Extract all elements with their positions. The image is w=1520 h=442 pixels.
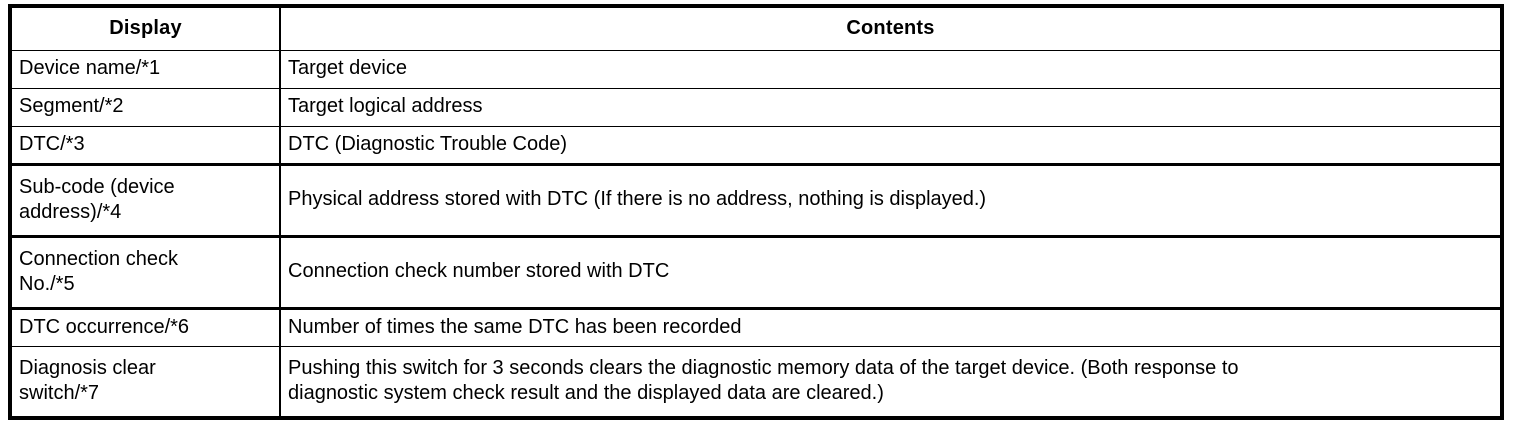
column-header-contents: Contents [279,5,1503,51]
row-contents-cell: Number of times the same DTC has been re… [279,307,1503,347]
row-contents-cell: DTC (Diagnostic Trouble Code) [279,125,1503,166]
table-row: Sub-code (device address)/*4 Physical ad… [9,163,1503,238]
row-display-cell: DTC occurrence/*6 [9,307,281,347]
display-contents-table: Display Contents Device name/*1 Target d… [8,4,1504,420]
table-row: Connection check No./*5 Connection check… [9,235,1503,310]
row-display-label: DTC/*3 [19,132,85,155]
row-contents-cell: Physical address stored with DTC (If the… [279,163,1503,238]
table-row: DTC/*3 DTC (Diagnostic Trouble Code) [9,125,1503,166]
table-header: Display Contents [9,5,1503,51]
table-row: Device name/*1 Target device [9,49,1503,89]
row-display-label: Connection check No./*5 [19,248,178,295]
table-body: Device name/*1 Target device Segment/*2 … [9,49,1503,419]
row-display-label: Sub-code (device address)/*4 [19,176,175,223]
row-display-cell: Device name/*1 [9,49,281,89]
row-display-label: Device name/*1 [19,57,161,80]
row-contents-label: Connection check number stored with DTC [288,260,670,283]
row-display-label: Segment/*2 [19,95,124,118]
table-row: Diagnosis clear switch/*7 Pushing this s… [9,345,1503,419]
column-header-contents-label: Contents [846,17,935,40]
row-display-cell: Segment/*2 [9,87,281,127]
row-display-cell: Connection check No./*5 [9,235,281,310]
header-row: Display Contents [9,5,1503,51]
row-contents-label: Physical address stored with DTC (If the… [288,188,987,211]
row-contents-cell: Pushing this switch for 3 seconds clears… [279,345,1503,419]
row-display-cell: Diagnosis clear switch/*7 [9,345,281,419]
row-contents-cell: Connection check number stored with DTC [279,235,1503,310]
column-header-display: Display [9,5,281,51]
column-header-display-label: Display [109,17,182,40]
row-contents-cell: Target device [279,49,1503,89]
row-contents-cell: Target logical address [279,87,1503,127]
table-row: DTC occurrence/*6 Number of times the sa… [9,307,1503,347]
row-display-label: Diagnosis clear switch/*7 [19,357,156,404]
row-contents-label: Number of times the same DTC has been re… [288,315,742,338]
row-display-cell: Sub-code (device address)/*4 [9,163,281,238]
row-contents-label: Target device [288,57,407,80]
table-row: Segment/*2 Target logical address [9,87,1503,127]
row-contents-label: Pushing this switch for 3 seconds clears… [288,357,1239,404]
row-display-cell: DTC/*3 [9,125,281,166]
row-display-label: DTC occurrence/*6 [19,315,190,338]
spec-table-container: Display Contents Device name/*1 Target d… [8,4,1504,420]
row-contents-label: DTC (Diagnostic Trouble Code) [288,132,567,155]
row-contents-label: Target logical address [288,95,483,118]
